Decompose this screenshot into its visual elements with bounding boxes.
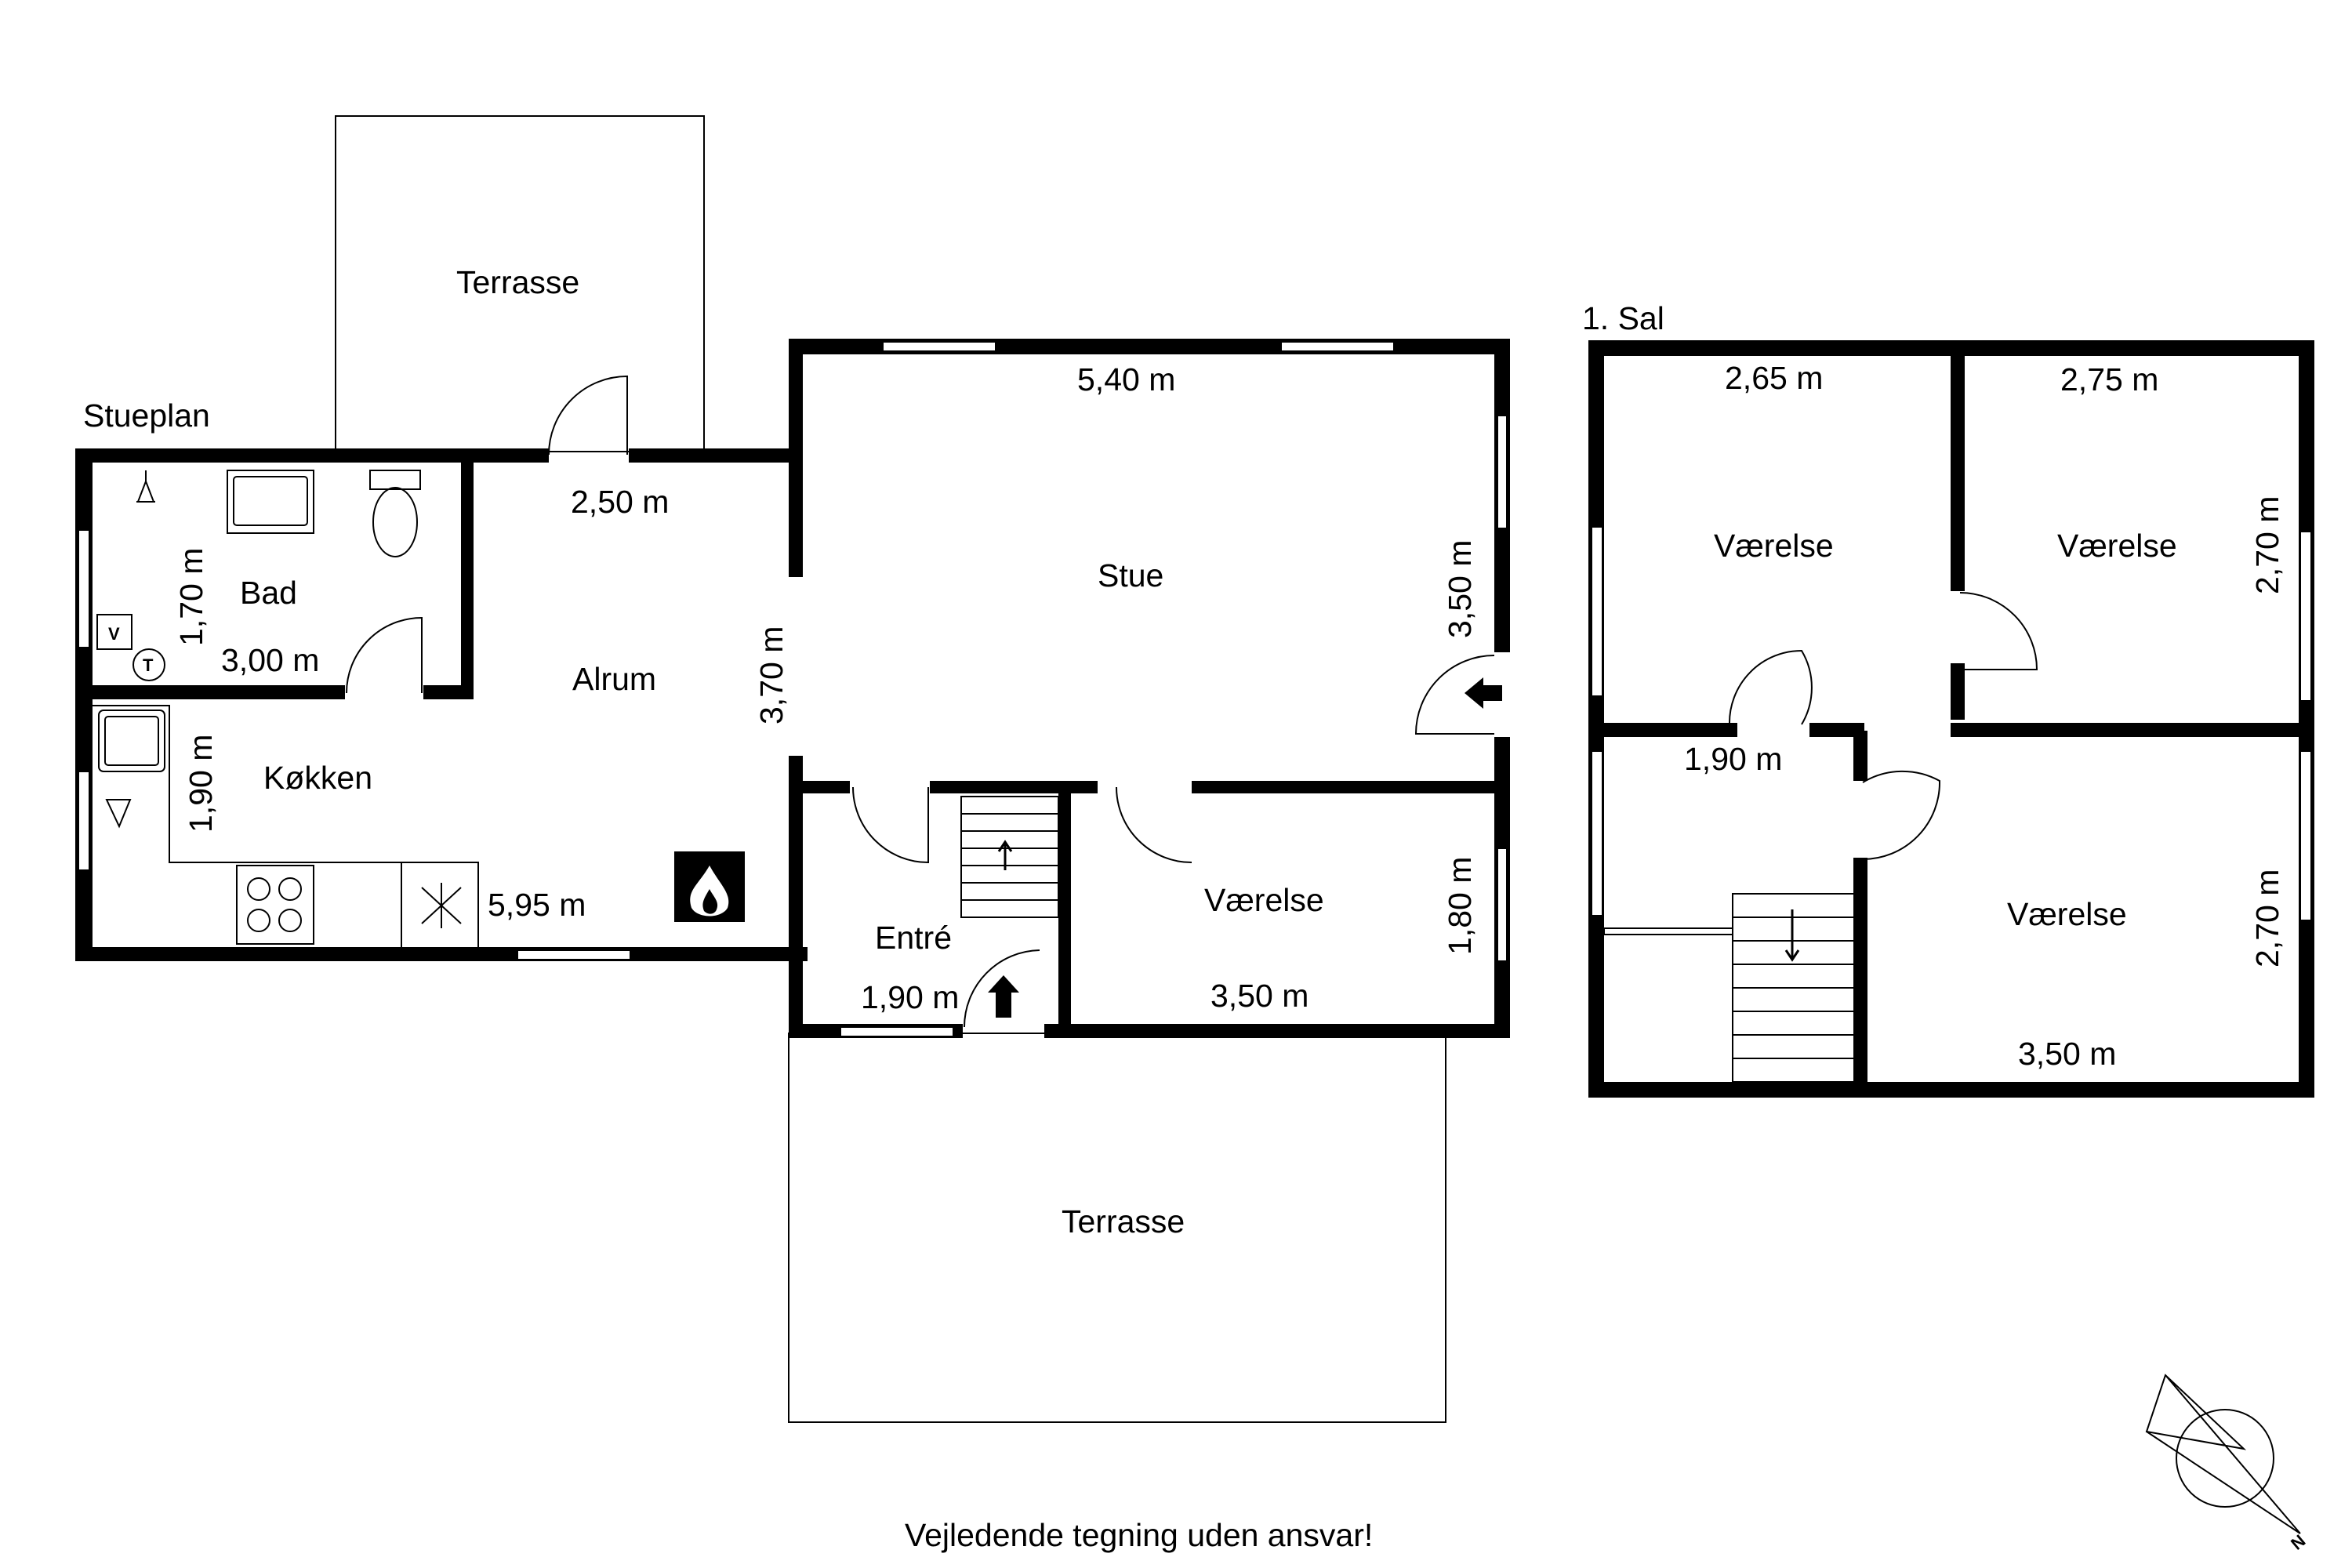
entre-label: Entré <box>875 920 952 956</box>
stair-arrow-icon <box>997 840 1013 870</box>
dishwasher-icon <box>105 799 132 829</box>
hall-width: 1,90 m <box>1684 741 1782 777</box>
room3-width: 3,50 m <box>2018 1036 2116 1072</box>
kitchen-height: 1,90 m <box>183 735 219 833</box>
entre-width: 1,90 m <box>861 979 959 1015</box>
compass-north: N <box>2287 1530 2309 1553</box>
freezer-icon <box>421 883 462 928</box>
stair-arrow-icon <box>1784 909 1800 962</box>
kitchen-width: 5,95 m <box>488 887 586 923</box>
upper-floor-title: 1. Sal <box>1582 300 1664 336</box>
shower-icon <box>136 470 155 503</box>
bad-label: Bad <box>240 575 297 611</box>
room2-height: 2,70 m <box>2249 496 2285 594</box>
washer-symbol: V <box>108 624 120 644</box>
kitchen-fixtures <box>93 705 745 947</box>
toilet-icon <box>369 470 421 557</box>
dryer-box <box>132 648 165 681</box>
sink-icon <box>227 470 314 534</box>
sink-icon <box>98 710 165 772</box>
disclaimer: Vejledende tegning uden ansvar! <box>905 1517 1373 1553</box>
entrance-arrow-icon <box>988 975 1019 1018</box>
room3-height: 2,70 m <box>2249 869 2285 967</box>
bad-width: 3,00 m <box>221 642 319 678</box>
room2-label: Værelse <box>2057 528 2177 564</box>
ground-doors <box>346 375 1495 1028</box>
compass-icon: N <box>2145 1374 2309 1554</box>
ground-stairs <box>960 796 1059 918</box>
stue-label: Stue <box>1098 557 1163 593</box>
ground-walls <box>75 339 1510 1038</box>
room1-label: Værelse <box>1714 528 1834 564</box>
vaerelse-ground-label: Værelse <box>1204 882 1324 918</box>
upper-floor: 1. Sal 2,65 m Værelse 2,75 m Værelse 2,7… <box>1582 300 2314 1098</box>
side-entrance-arrow-icon <box>1465 677 1502 709</box>
alrum-width: 2,50 m <box>571 484 669 520</box>
dryer-symbol: T <box>143 655 154 675</box>
terrace-bottom-label: Terrasse <box>1062 1203 1185 1240</box>
room3-label: Værelse <box>2007 896 2127 932</box>
room2-width: 2,75 m <box>2060 361 2158 397</box>
alrum-height: 3,70 m <box>753 626 789 724</box>
room1-width: 2,65 m <box>1725 360 1823 396</box>
ground-floor-title: Stueplan <box>83 397 210 434</box>
fireplace-icon <box>674 851 745 922</box>
alrum-label: Alrum <box>572 661 656 697</box>
vaerelse-ground-width: 3,50 m <box>1210 978 1308 1014</box>
bad-height: 1,70 m <box>173 548 209 646</box>
bathroom-fixtures: V T <box>96 470 421 681</box>
upper-stairs <box>1603 893 1856 1083</box>
kitchen-label: Køkken <box>263 760 372 796</box>
stue-height: 3,50 m <box>1442 540 1478 638</box>
terrace-top-label: Terrasse <box>456 264 579 300</box>
stue-width: 5,40 m <box>1077 361 1175 397</box>
vaerelse-ground-height: 1,80 m <box>1442 857 1478 955</box>
washer-box <box>96 614 132 650</box>
ground-floor: V T <box>75 115 1510 1423</box>
upper-walls <box>1588 340 2314 1098</box>
upper-doors <box>1728 592 2038 860</box>
stove-icon <box>236 865 314 945</box>
